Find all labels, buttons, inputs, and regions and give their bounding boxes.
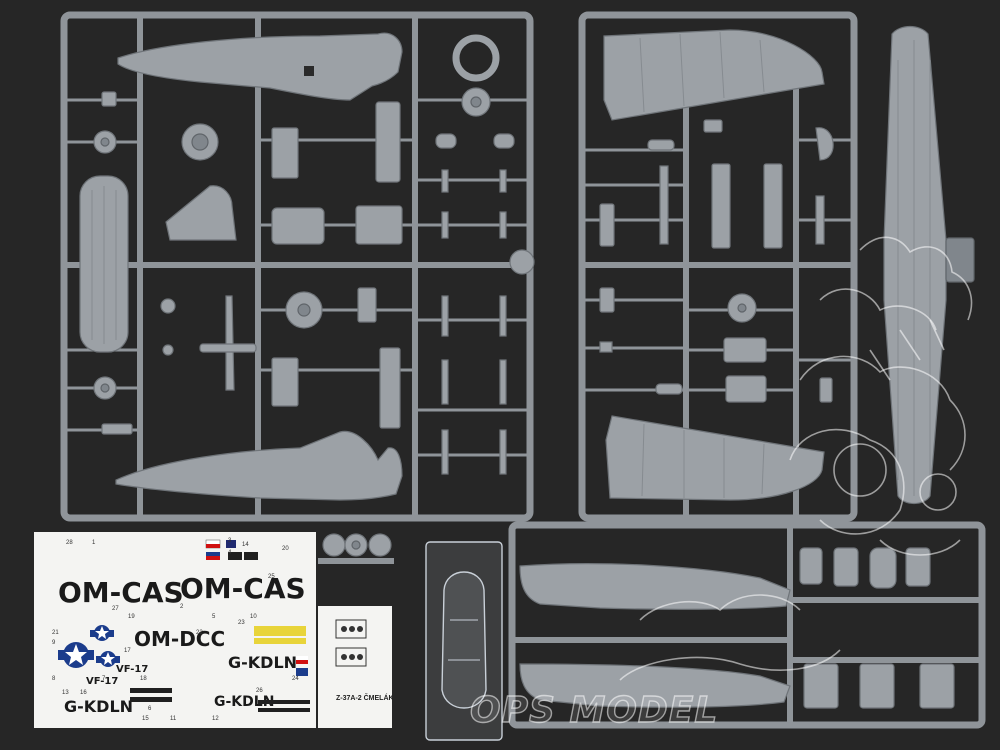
registration-om-cas-2: OM-CAS xyxy=(180,572,306,605)
wing-lower-left xyxy=(605,415,825,501)
registration-g-kdln-1: G-KDLN xyxy=(228,653,297,672)
canopy xyxy=(441,571,487,709)
fuselage-half-top xyxy=(117,32,403,101)
unit-code-vf17-1: VF-17 xyxy=(116,664,148,675)
fuselage-half-bottom xyxy=(115,430,403,501)
wing-upper-left xyxy=(603,29,825,121)
wheel-sprue xyxy=(318,533,394,564)
clear-canopy-sprue xyxy=(425,541,503,741)
yellow-stripe xyxy=(254,626,306,636)
seat xyxy=(271,207,325,245)
registration-g-kdln-2: G-KDLN xyxy=(64,697,133,716)
fuselage-half-alt-bottom xyxy=(519,663,791,708)
registration-om-cas-1: OM-CAS xyxy=(58,576,184,609)
cmelak-decal-set xyxy=(335,619,367,667)
engine-ring xyxy=(452,34,500,82)
unit-code-vf17-2: VF-17 xyxy=(86,676,118,687)
decal-sheet-small xyxy=(318,606,392,728)
left-sprue xyxy=(60,11,535,522)
us-star-insignia-large xyxy=(58,642,94,668)
us-star-insignia-small-2 xyxy=(90,625,114,641)
propeller xyxy=(225,295,235,391)
us-star-insignia-small xyxy=(96,651,120,667)
registration-om-dcc: OM-DCC xyxy=(134,627,225,651)
registration-g-kdln-3: G-KDLN xyxy=(214,694,274,710)
watermark-mascot xyxy=(619,236,973,681)
fuselage-half-alt-top xyxy=(519,563,791,610)
cmelak-title: Z-37A-2 ČMELÁK xyxy=(336,693,394,702)
right-sprue xyxy=(578,11,975,522)
watermark-text: OPS MODEL xyxy=(470,690,718,731)
vertical-fin xyxy=(165,185,237,241)
small-sprue xyxy=(508,521,986,729)
